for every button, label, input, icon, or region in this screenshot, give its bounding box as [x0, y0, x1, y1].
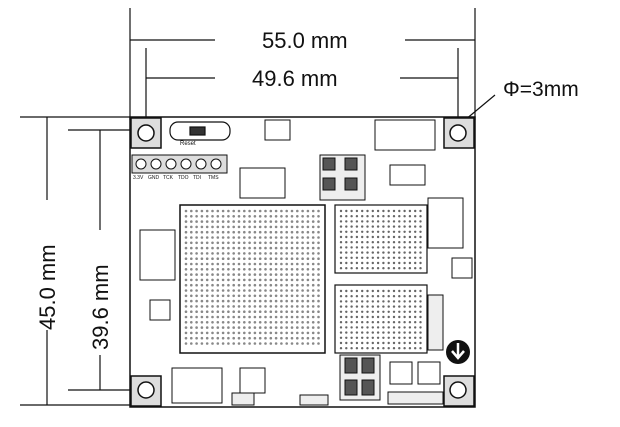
bga-chip	[179, 204, 326, 354]
memory-chip-top	[334, 204, 428, 274]
outer-width-label: 55.0 mm	[262, 28, 348, 53]
pin-label: TDO	[178, 175, 189, 181]
outer-height-label: 45.0 mm	[35, 244, 60, 330]
jtag-header	[131, 154, 228, 174]
reset-switch	[169, 121, 231, 141]
reset-silkscreen: Reset	[180, 141, 196, 147]
arrow-down-icon	[446, 340, 470, 364]
inner-width-label: 49.6 mm	[252, 66, 338, 91]
pin-label: 3.3V	[133, 175, 144, 181]
components	[139, 119, 473, 406]
hole-diameter-label: Φ=3mm	[503, 78, 579, 101]
inner-height-label: 39.6 mm	[88, 264, 113, 350]
memory-chip-bottom	[334, 284, 428, 354]
pin-label: GND	[148, 175, 160, 181]
pin-label: TMS	[208, 175, 219, 181]
pin-label: TCK	[163, 175, 173, 181]
pin-label: TDI	[193, 175, 202, 181]
dimension-lines	[20, 8, 496, 406]
mounting-holes	[130, 117, 475, 407]
